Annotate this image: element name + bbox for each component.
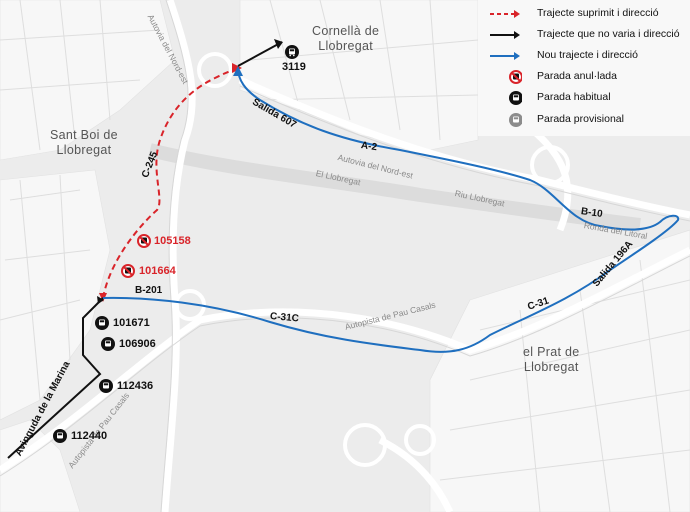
unchanged-route (7, 297, 104, 459)
stop-id-112440: 112440 (71, 430, 108, 442)
legend-item-temp-stop: Parada provisional (478, 110, 690, 130)
unchanged-route (237, 41, 283, 67)
town-name-line: Sant Boi de (50, 128, 118, 142)
legend-label: Parada anul·lada (537, 70, 617, 82)
town-label-cornella: Cornellà de Llobregat (312, 24, 379, 54)
legend-label: Nou trajecte i direcció (537, 49, 638, 61)
new-route-arrow (233, 66, 243, 76)
cancelled-stop-icon[interactable] (137, 234, 151, 248)
cancelled-stop-icon (509, 70, 522, 84)
legend: Trajecte suprimit i direcció Trajecte qu… (478, 0, 690, 136)
town-name-line: el Prat de (523, 345, 580, 359)
bus-stop-icon[interactable] (99, 379, 113, 393)
new-route (102, 67, 680, 353)
stop-id-105158: 105158 (154, 235, 191, 247)
black-arrow-icon (490, 31, 520, 39)
stop-id-112436: 112436 (117, 380, 154, 392)
blue-arrow-icon (490, 52, 520, 60)
legend-item-usual-stop: Parada habitual (478, 88, 690, 108)
stop-id-101664: 101664 (139, 265, 176, 277)
dashed-arrow-icon (490, 10, 520, 18)
unchanged-route-arrow (97, 296, 104, 304)
bus-stop-icon (509, 91, 522, 105)
legend-label: Parada habitual (537, 91, 611, 103)
legend-label: Trajecte que no varia i direcció (537, 28, 680, 40)
legend-item-suppressed: Trajecte suprimit i direcció (478, 4, 690, 24)
legend-label: Trajecte suprimit i direcció (537, 7, 659, 19)
road-label-a2: A-2 (360, 140, 378, 154)
road-label-b201: B-201 (135, 285, 163, 296)
town-name-line: Llobregat (318, 39, 374, 53)
bus-stop-icon[interactable] (101, 337, 115, 351)
suppressed-route (102, 67, 241, 299)
stop-id-106906: 106906 (119, 338, 156, 350)
cancelled-stop-icon[interactable] (121, 264, 135, 278)
town-label-santboi: Sant Boi de Llobregat (50, 128, 118, 158)
town-label-prat: el Prat de Llobregat (523, 345, 580, 375)
stop-id-101671: 101671 (113, 317, 150, 329)
town-name-line: Cornellà de (312, 24, 380, 38)
stop-id-3119: 3119 (282, 61, 306, 73)
legend-item-unchanged: Trajecte que no varia i direcció (478, 25, 690, 45)
interchanges (174, 52, 570, 467)
bus-stop-icon[interactable] (53, 429, 67, 443)
temp-stop-icon (509, 113, 522, 127)
legend-item-cancelled-stop: Parada anul·lada (478, 67, 690, 87)
town-name-line: Llobregat (523, 360, 579, 374)
town-name-line: Llobregat (56, 143, 112, 157)
legend-item-new: Nou trajecte i direcció (478, 46, 690, 66)
unchanged-route-arrow (274, 39, 283, 49)
legend-label: Parada provisional (537, 113, 624, 125)
bus-stop-icon[interactable] (95, 316, 109, 330)
bus-stop-icon[interactable] (285, 45, 299, 59)
